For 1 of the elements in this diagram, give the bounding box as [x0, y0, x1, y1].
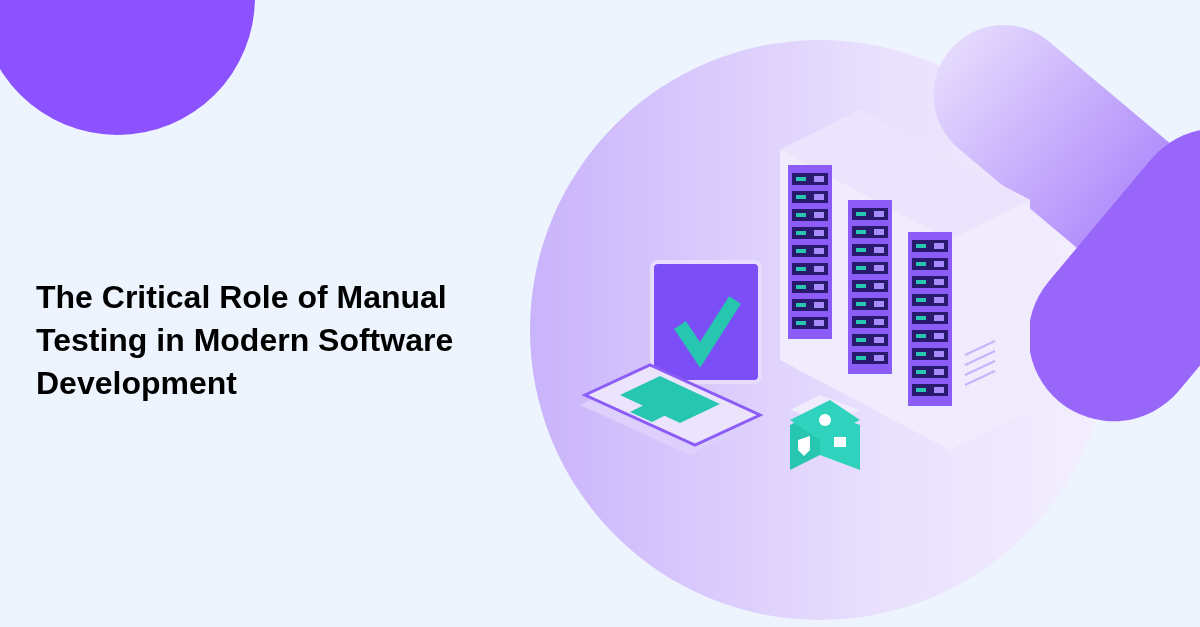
title: The Critical Role of Manual Testing in Modern Software Development	[36, 278, 455, 403]
